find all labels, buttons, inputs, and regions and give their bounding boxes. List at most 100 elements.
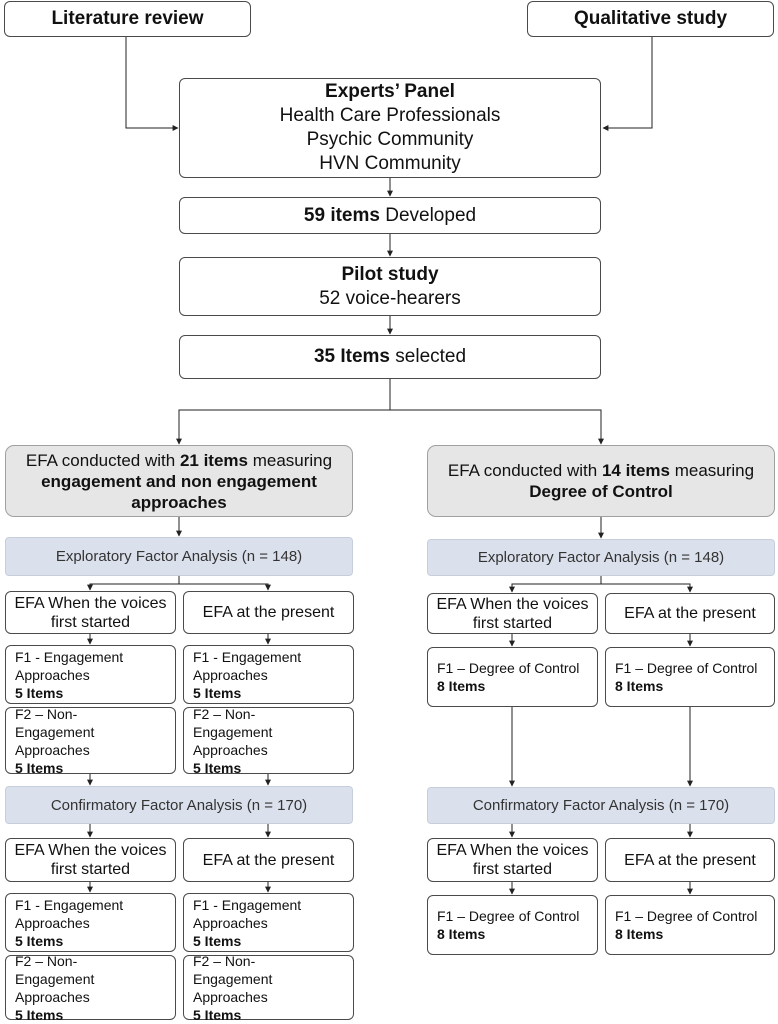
factor-items-count: 5 Items bbox=[193, 684, 242, 701]
factor-line: F1 - Engagement bbox=[15, 896, 124, 913]
factor-line: F2 – Non- bbox=[15, 952, 78, 969]
left-efa-first-label: EFA When the voices first started bbox=[14, 594, 167, 631]
experts-panel-box: Experts’ Panel Health Care Professionals… bbox=[179, 78, 601, 178]
left-efa-first-box: EFA When the voices first started bbox=[5, 591, 176, 634]
factor-line: Approaches bbox=[15, 666, 90, 683]
factor-line: Approaches bbox=[15, 741, 90, 758]
factor-line: Approaches bbox=[193, 741, 268, 758]
factor-line: Approaches bbox=[193, 666, 268, 683]
items-developed-box: 59 items Developed bbox=[179, 197, 601, 234]
left-efa-first-f2-box: F2 – Non- Engagement Approaches 5 Items bbox=[5, 705, 176, 776]
factor-items-count: 8 Items bbox=[615, 926, 664, 942]
factor-line: F1 – Degree of Control bbox=[615, 908, 758, 924]
right-efa-header-focus: Degree of Control bbox=[529, 482, 673, 501]
right-cfa-present-label: EFA at the present bbox=[624, 851, 756, 869]
factor-line: Approaches bbox=[15, 914, 90, 931]
right-efa-present-label: EFA at the present bbox=[624, 605, 756, 622]
factor-line: Approaches bbox=[193, 914, 268, 931]
factor-items-count: 5 Items bbox=[15, 1006, 64, 1023]
literature-review-label: Literature review bbox=[51, 8, 204, 29]
left-efa-first-f1-box: F1 - Engagement Approaches 5 Items bbox=[5, 645, 176, 704]
pilot-study-title: Pilot study bbox=[341, 263, 439, 285]
right-efa-first-f1-box: F1 – Degree of Control 8 Items bbox=[427, 647, 598, 707]
qualitative-study-label: Qualitative study bbox=[573, 8, 728, 29]
left-efa-present-label: EFA at the present bbox=[202, 604, 335, 621]
right-efa-first-box: EFA When the voices first started bbox=[427, 593, 598, 634]
left-cfa-first-f2-box: F2 – Non- Engagement Approaches 5 Items bbox=[5, 952, 176, 1023]
factor-items-count: 5 Items bbox=[15, 684, 64, 701]
left-cfa-first-f1-box: F1 - Engagement Approaches 5 Items bbox=[5, 893, 176, 952]
left-efa-bar: Exploratory Factor Analysis (n = 148) bbox=[5, 537, 353, 576]
factor-line: F1 – Degree of Control bbox=[437, 660, 580, 676]
left-cfa-bar-label: Confirmatory Factor Analysis (n = 170) bbox=[50, 796, 308, 814]
factor-line: Engagement bbox=[193, 723, 273, 740]
items-selected-box: 35 Items selected bbox=[179, 335, 601, 379]
left-cfa-present-f2-box: F2 – Non- Engagement Approaches 5 Items bbox=[183, 952, 354, 1023]
qualitative-study-box: Qualitative study bbox=[527, 1, 774, 37]
left-cfa-bar: Confirmatory Factor Analysis (n = 170) bbox=[5, 786, 353, 824]
left-cfa-first-label: EFA When the voices first started bbox=[14, 842, 167, 878]
right-efa-header-pre: EFA conducted with bbox=[447, 461, 602, 480]
right-cfa-first-box: EFA When the voices first started bbox=[427, 838, 598, 882]
items-selected-text: selected bbox=[390, 346, 467, 367]
experts-panel-line: HVN Community bbox=[319, 153, 461, 174]
right-cfa-bar-label: Confirmatory Factor Analysis (n = 170) bbox=[472, 797, 730, 814]
factor-items-count: 5 Items bbox=[193, 759, 242, 776]
factor-line: F1 – Degree of Control bbox=[437, 908, 580, 924]
experts-panel-line: Health Care Professionals bbox=[279, 105, 501, 126]
right-cfa-first-label: EFA When the voices first started bbox=[436, 842, 589, 878]
right-efa-bar: Exploratory Factor Analysis (n = 148) bbox=[427, 539, 775, 576]
factor-line: F2 – Non- bbox=[193, 705, 256, 722]
factor-line: Engagement bbox=[15, 723, 95, 740]
factor-line: F2 – Non- bbox=[193, 952, 256, 969]
right-efa-present-box: EFA at the present bbox=[605, 593, 775, 634]
factor-items-count: 8 Items bbox=[437, 926, 486, 942]
factor-line: F2 – Non- bbox=[15, 705, 78, 722]
factor-items-count: 8 Items bbox=[615, 678, 664, 694]
factor-items-count: 5 Items bbox=[193, 1006, 242, 1023]
right-efa-present-f1-box: F1 – Degree of Control 8 Items bbox=[605, 647, 775, 707]
left-efa-present-box: EFA at the present bbox=[183, 591, 354, 634]
left-cfa-present-label: EFA at the present bbox=[202, 851, 335, 869]
factor-line: Engagement bbox=[15, 970, 95, 987]
left-efa-header-pre: EFA conducted with bbox=[25, 450, 180, 470]
literature-review-box: Literature review bbox=[4, 1, 251, 37]
left-cfa-first-box: EFA When the voices first started bbox=[5, 838, 176, 882]
left-efa-present-f1-box: F1 - Engagement Approaches 5 Items bbox=[183, 645, 354, 704]
factor-items-count: 5 Items bbox=[15, 759, 64, 776]
left-efa-present-f2-box: F2 – Non- Engagement Approaches 5 Items bbox=[183, 705, 354, 776]
items-selected-count: 35 Items bbox=[313, 346, 390, 367]
right-cfa-bar: Confirmatory Factor Analysis (n = 170) bbox=[427, 787, 775, 824]
experts-panel-title: Experts’ Panel bbox=[325, 81, 455, 102]
items-developed-count: 59 items bbox=[303, 204, 380, 226]
experts-panel-line: Psychic Community bbox=[306, 129, 474, 150]
right-efa-bar-label: Exploratory Factor Analysis (n = 148) bbox=[477, 549, 725, 566]
factor-items-count: 8 Items bbox=[437, 678, 486, 694]
factor-line: Approaches bbox=[15, 988, 90, 1005]
right-efa-header-mid: measuring bbox=[669, 461, 755, 480]
factor-line: F1 - Engagement bbox=[193, 648, 302, 665]
factor-line: Approaches bbox=[193, 988, 268, 1005]
right-cfa-present-f1-box: F1 – Degree of Control 8 Items bbox=[605, 895, 775, 955]
factor-items-count: 5 Items bbox=[15, 932, 64, 949]
left-cfa-present-f1-box: F1 - Engagement Approaches 5 Items bbox=[183, 893, 354, 952]
left-efa-header-items: 21 items bbox=[179, 450, 248, 470]
pilot-study-box: Pilot study 52 voice-hearers bbox=[179, 257, 601, 316]
right-efa-header-items: 14 items bbox=[601, 461, 670, 480]
factor-line: Engagement bbox=[193, 970, 273, 987]
right-efa-first-label: EFA When the voices first started bbox=[436, 595, 589, 632]
factor-line: F1 – Degree of Control bbox=[615, 660, 758, 676]
factor-items-count: 5 Items bbox=[193, 932, 242, 949]
factor-line: F1 - Engagement bbox=[15, 648, 124, 665]
right-efa-header-box: EFA conducted with 14 items measuring De… bbox=[427, 445, 775, 517]
left-efa-header-box: EFA conducted with 21 items measuring en… bbox=[5, 445, 353, 517]
items-developed-text: Developed bbox=[379, 204, 477, 226]
right-cfa-first-f1-box: F1 – Degree of Control 8 Items bbox=[427, 895, 598, 955]
left-efa-header-mid: measuring bbox=[247, 450, 333, 470]
right-cfa-present-box: EFA at the present bbox=[605, 838, 775, 882]
left-efa-header-focus: engagement and non engagement approaches bbox=[41, 471, 317, 512]
left-cfa-present-box: EFA at the present bbox=[183, 838, 354, 882]
left-efa-bar-label: Exploratory Factor Analysis (n = 148) bbox=[55, 548, 303, 565]
factor-line: F1 - Engagement bbox=[193, 896, 302, 913]
